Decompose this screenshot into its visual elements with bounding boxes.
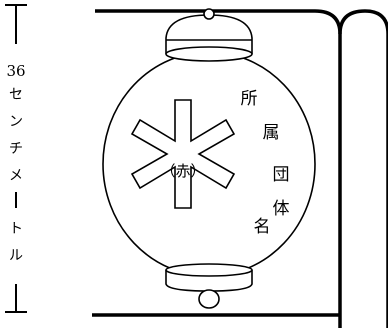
paper-lantern [102, 8, 316, 309]
lantern-bottom-cap-rim [165, 263, 253, 277]
dimension-number: 36 [6, 62, 25, 80]
lantern-bottom-knob [198, 289, 220, 309]
dimension-char: ル [9, 248, 23, 264]
org-name-char: 属 [263, 123, 280, 143]
org-name-char: 名 [254, 217, 271, 237]
org-name-char: 団 [273, 165, 290, 185]
frame-right-hook [338, 9, 388, 328]
dimension-char: チ [9, 141, 23, 157]
lantern-top-cap-rim [165, 46, 253, 62]
org-name-char: 体 [273, 199, 290, 219]
star-of-life-icon [130, 99, 236, 209]
lantern-text: （赤） 所 属 団 体 名 [160, 89, 289, 237]
dimension-char: セ [9, 87, 23, 103]
dimension-char: ト [9, 221, 23, 237]
org-name-char: 所 [241, 89, 258, 109]
dimension-char: ン [9, 114, 23, 130]
lantern-center-text: （赤） [160, 162, 205, 180]
lantern-top-ring [203, 8, 215, 20]
height-dimension: 36 セ ン チ メ ト ル [5, 4, 27, 313]
dimension-char: メ [9, 168, 23, 184]
hanging-frame [92, 9, 388, 328]
